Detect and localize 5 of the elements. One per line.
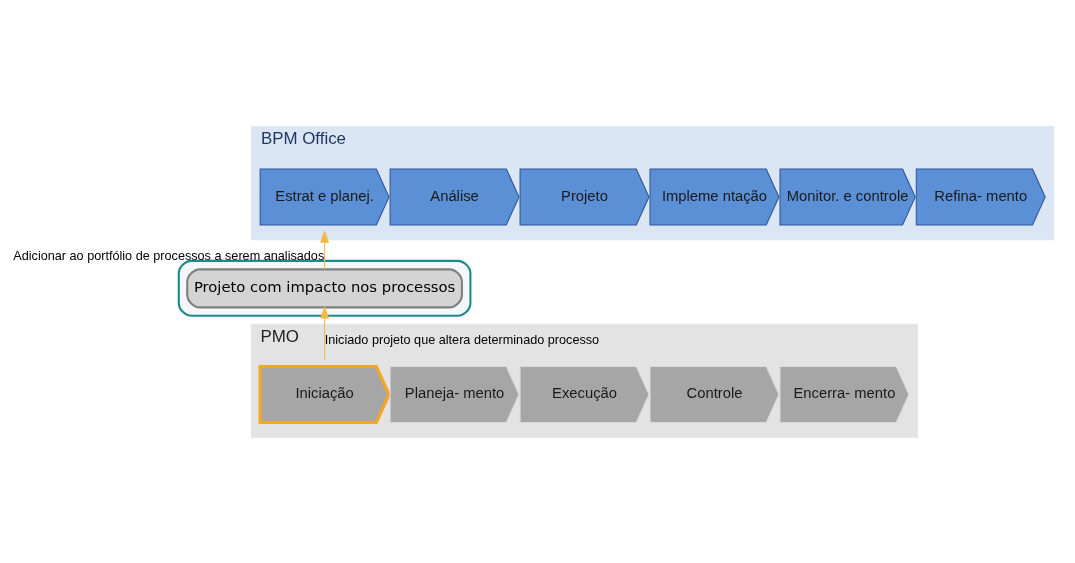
arrow [320,229,330,270]
node-box: Projeto com impacto nos processos [186,267,463,308]
edge-label: Adicionar ao portfólio de processos a serem analisados [13,248,325,263]
edge-label: Iniciado projeto que altera determinado processo [324,332,600,347]
arrow [320,305,330,360]
